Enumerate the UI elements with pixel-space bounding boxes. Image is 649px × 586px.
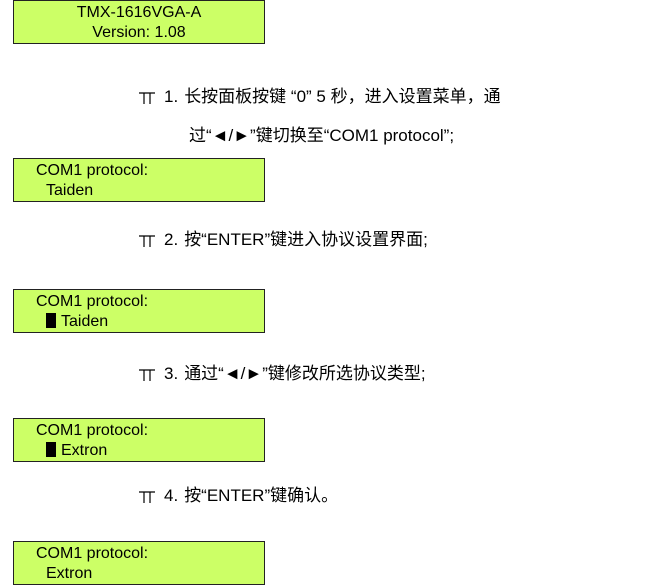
- lcd-screen-com1-protocol: COM1 protocol: Taiden: [13, 158, 265, 202]
- lcd-cursor-block: [46, 313, 56, 328]
- lcd-line-2-row: Taiden: [46, 311, 108, 332]
- step-2: 2. 按“ENTER”键进入协议设置界面;: [139, 229, 428, 251]
- step-down-arrow-icon: [139, 491, 155, 503]
- step-text: 按“ENTER”键确认。: [184, 486, 339, 505]
- lcd-line-2: Taiden: [46, 182, 94, 199]
- lcd-screen-com1-protocol-select: COM1 protocol: Extron: [13, 418, 265, 462]
- lcd-line-2: Version: 1.08: [92, 24, 186, 41]
- step-down-arrow-icon: [139, 235, 155, 247]
- lcd-line-2-row: Extron: [46, 440, 107, 461]
- lcd-screen-version: TMX-1616VGA-A Version: 1.08: [13, 0, 265, 44]
- step-number: 3.: [164, 364, 179, 383]
- step-1: 1. 长按面板按键 “0” 5 秒，进入设置菜单，通: [139, 86, 501, 108]
- step-3: 3. 通过“◄/►”键修改所选协议类型;: [139, 363, 426, 385]
- lcd-line-1: COM1 protocol:: [36, 293, 149, 310]
- step-number: 4.: [164, 486, 179, 505]
- lcd-screen-com1-protocol-edit: COM1 protocol: Taiden: [13, 289, 265, 333]
- step-number: 1.: [164, 87, 179, 106]
- step-1-continuation: 过“◄/►”键切换至“COM1 protocol”;: [189, 126, 455, 145]
- lcd-line-1: COM1 protocol:: [36, 422, 149, 439]
- lcd-cursor-block: [46, 442, 56, 457]
- lcd-line-2: Extron: [46, 565, 93, 582]
- step-text: 按“ENTER”键进入协议设置界面;: [184, 230, 428, 249]
- step-4: 4. 按“ENTER”键确认。: [139, 485, 339, 507]
- step-number: 2.: [164, 230, 179, 249]
- step-down-arrow-icon: [139, 92, 155, 104]
- step-text: 长按面板按键 “0” 5 秒，进入设置菜单，通: [184, 87, 501, 106]
- lcd-line-2: Extron: [61, 442, 108, 459]
- lcd-screen-com1-protocol-confirmed: COM1 protocol: Extron: [13, 541, 265, 585]
- step-text: 通过“◄/►”键修改所选协议类型;: [184, 364, 426, 383]
- lcd-line-1: COM1 protocol:: [36, 545, 149, 562]
- lcd-line-2: Taiden: [61, 313, 109, 330]
- lcd-line-1: COM1 protocol:: [36, 162, 149, 179]
- lcd-line-1: TMX-1616VGA-A: [76, 4, 202, 21]
- step-down-arrow-icon: [139, 369, 155, 381]
